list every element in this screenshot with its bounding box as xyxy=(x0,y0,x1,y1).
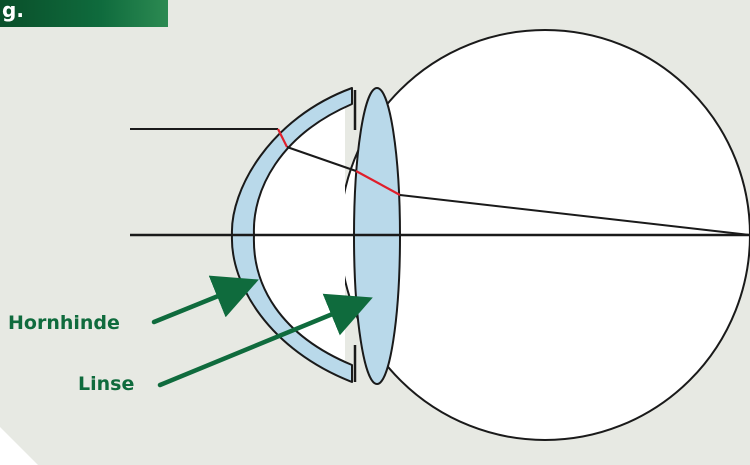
header-tab-text: g. xyxy=(2,0,24,22)
lens-label: Linse xyxy=(78,373,134,395)
header-tab xyxy=(0,0,168,27)
cornea-label: Hornhinde xyxy=(8,312,120,334)
